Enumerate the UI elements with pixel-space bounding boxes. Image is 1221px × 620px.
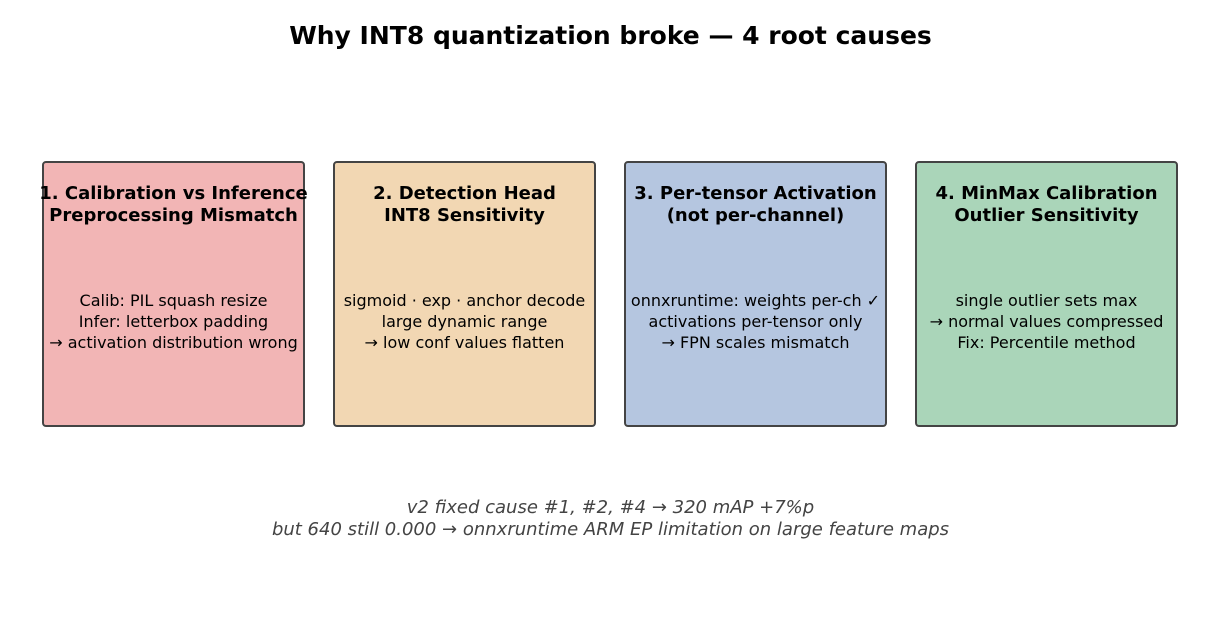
- cause-card-3: 3. Per-tensor Activation (not per-channe…: [624, 161, 887, 427]
- cause-2-heading: 2. Detection Head INT8 Sensitivity: [373, 183, 556, 226]
- cause-1-body: Calib: PIL squash resize Infer: letterbo…: [49, 291, 298, 352]
- footnote-line-2: but 640 still 0.000 → onnxruntime ARM EP…: [271, 519, 950, 540]
- cause-1-heading: 1. Calibration vs Inference Preprocessin…: [39, 183, 308, 226]
- cause-2-body: sigmoid · exp · anchor decode large dyna…: [343, 291, 586, 352]
- cause-card-2: 2. Detection Head INT8 Sensitivity sigmo…: [333, 161, 596, 427]
- cause-card-4: 4. MinMax Calibration Outlier Sensitivit…: [915, 161, 1178, 427]
- diagram-title: Why INT8 quantization broke — 4 root cau…: [289, 21, 932, 50]
- cause-3-body: onnxruntime: weights per-ch ✓ activation…: [630, 291, 881, 352]
- cause-card-1: 1. Calibration vs Inference Preprocessin…: [39, 161, 308, 427]
- footnote-line-1: v2 fixed cause #1, #2, #4 → 320 mAP +7%p: [406, 497, 815, 518]
- summary-footnote: v2 fixed cause #1, #2, #4 → 320 mAP +7%p…: [0, 497, 1221, 541]
- cause-4-body: single outlier sets max → normal values …: [929, 291, 1164, 352]
- cause-4-heading: 4. MinMax Calibration Outlier Sensitivit…: [935, 183, 1158, 226]
- cause-3-heading: 3. Per-tensor Activation (not per-channe…: [634, 183, 877, 226]
